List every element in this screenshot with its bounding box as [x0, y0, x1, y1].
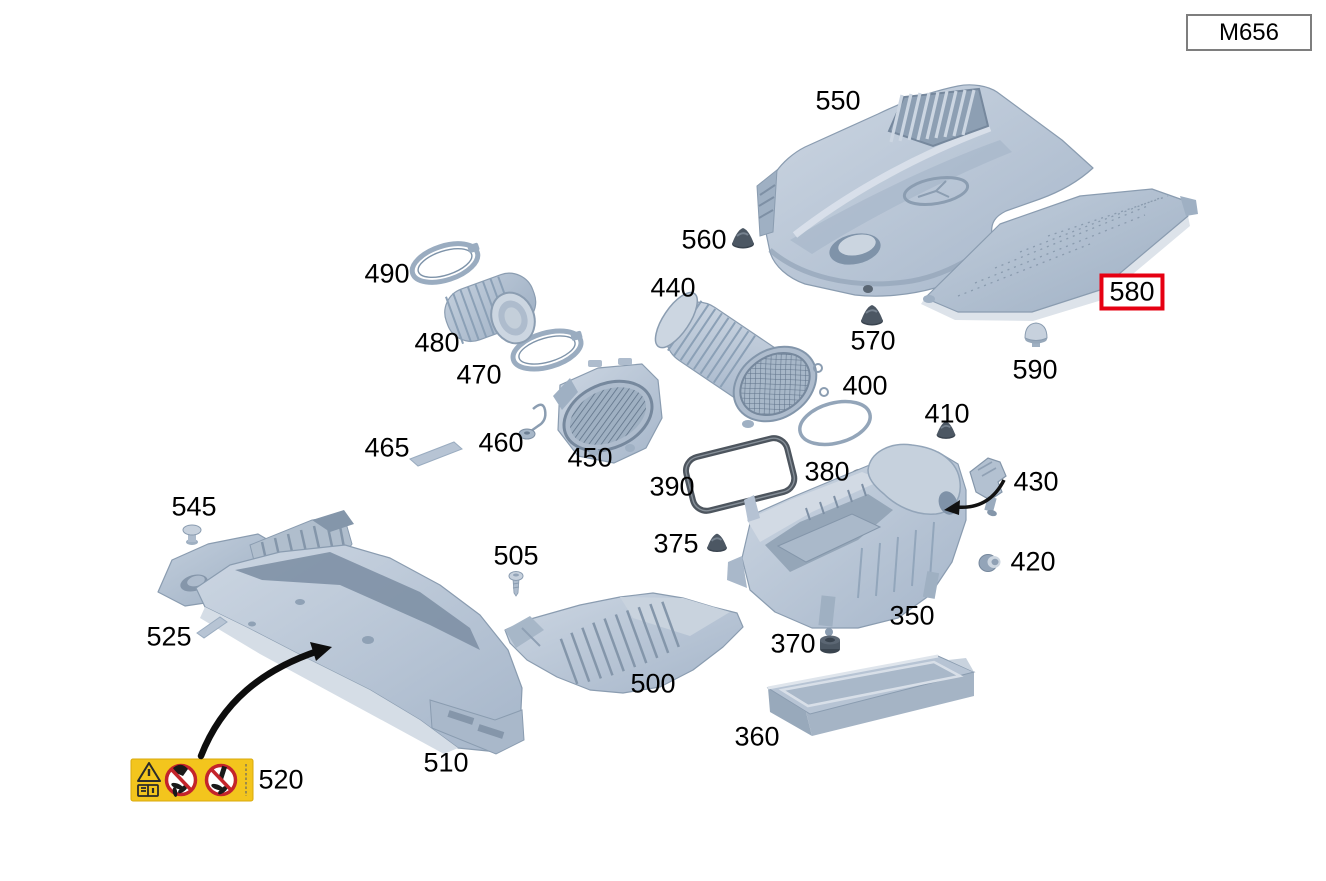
- part-callout-560[interactable]: 560: [681, 224, 727, 255]
- part-callout-465[interactable]: 465: [364, 432, 410, 463]
- part-callout-570[interactable]: 570: [850, 325, 896, 356]
- part-545-clip-art: [182, 524, 202, 545]
- part-callout-390[interactable]: 390: [649, 471, 695, 502]
- part-callout-350[interactable]: 350: [889, 600, 935, 631]
- no-reach-into-fan-icon: [164, 763, 198, 797]
- part-callout-500[interactable]: 500: [630, 668, 676, 699]
- part-callout-400[interactable]: 400: [842, 370, 888, 401]
- part-callout-410[interactable]: 410: [924, 398, 970, 429]
- part-callout-430[interactable]: 430: [1013, 466, 1059, 497]
- part-callout-490[interactable]: 490: [364, 258, 410, 289]
- part-callout-590[interactable]: 590: [1012, 354, 1058, 385]
- leader-arrow-520: [197, 642, 332, 760]
- part-525-pad-art: [196, 616, 228, 639]
- part-480-bellows-art: [444, 272, 537, 345]
- part-callout-505[interactable]: 505: [493, 540, 539, 571]
- part-510-cowl-panel-art: [157, 510, 525, 755]
- part-440-duct-art: [654, 291, 829, 428]
- part-callout-520[interactable]: 520: [258, 764, 304, 795]
- part-470-clamp-art: [510, 328, 584, 372]
- part-callout-440[interactable]: 440: [650, 272, 696, 303]
- no-touch-rotating-parts-icon: [204, 763, 238, 797]
- part-callout-470[interactable]: 470: [456, 359, 502, 390]
- part-490-clamp-art: [409, 241, 481, 285]
- part-590-clip-art: [1024, 322, 1048, 347]
- part-450-intake-art: [553, 358, 663, 464]
- part-370-grommet-art: [820, 635, 840, 654]
- part-callout-370[interactable]: 370: [770, 628, 816, 659]
- model-code-box: M656: [1186, 14, 1312, 51]
- brand-emblem-icon: [902, 175, 970, 207]
- part-callout-480[interactable]: 480: [414, 327, 460, 358]
- part-callout-375[interactable]: 375: [653, 528, 699, 559]
- part-callout-580[interactable]: 580: [1099, 273, 1165, 311]
- part-callout-545[interactable]: 545: [171, 491, 217, 522]
- part-460-clip-art: [518, 403, 547, 440]
- part-580-side-cover-art: [921, 188, 1198, 321]
- part-350-filter-housing-art: [727, 443, 967, 636]
- warning-triangle-icon: [137, 762, 161, 782]
- part-400-seal-ring-art: [798, 399, 872, 447]
- part-callout-360[interactable]: 360: [734, 721, 780, 752]
- part-callout-550[interactable]: 550: [815, 85, 861, 116]
- part-520-warning-sticker-art: [130, 758, 254, 802]
- part-420-bushing-art: [978, 554, 1001, 572]
- part-callout-380[interactable]: 380: [804, 456, 850, 487]
- part-callout-420[interactable]: 420: [1010, 546, 1056, 577]
- part-465-pad-art: [409, 441, 463, 467]
- part-callout-450[interactable]: 450: [567, 442, 613, 473]
- part-callout-525[interactable]: 525: [146, 621, 192, 652]
- model-code: M656: [1218, 18, 1280, 46]
- part-callout-510[interactable]: 510: [423, 747, 469, 778]
- part-360-filter-element-art: [766, 654, 976, 736]
- part-500-duct-art: [504, 592, 744, 694]
- part-505-screw-art: [508, 571, 524, 597]
- owners-manual-icon: [137, 784, 159, 797]
- part-callout-460[interactable]: 460: [478, 427, 524, 458]
- leader-arrow-430: [944, 479, 1006, 515]
